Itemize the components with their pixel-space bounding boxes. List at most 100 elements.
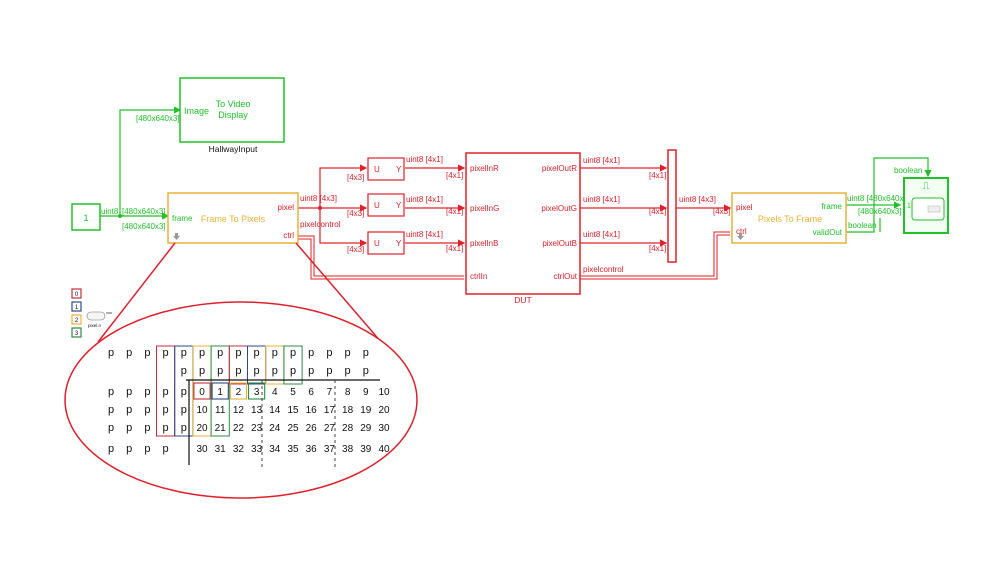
pixel-header-cell: p: [272, 365, 278, 377]
legend-item: 1: [75, 305, 79, 311]
pixel-header-cell: p: [308, 365, 314, 377]
pixel-value-cell: 6: [308, 387, 314, 398]
pixels-to-frame-ctrl-port: ctrl: [736, 227, 747, 236]
concatenate-block[interactable]: [667, 149, 677, 263]
sink-bool-label: boolean: [894, 166, 922, 175]
video-display-dim: [480x640x3]: [136, 114, 180, 123]
pixel-header-cell: p: [254, 365, 260, 377]
legend-toggle-label: pixel.n: [88, 323, 102, 328]
pixel-header-cell: p: [345, 347, 351, 359]
pixel-value-cell: 22: [233, 423, 245, 434]
pixel-value-cell: 31: [215, 444, 227, 455]
pixel-header-cell: p: [126, 347, 132, 359]
selector-b-out-type: uint8 [4x1]: [406, 230, 443, 239]
kernel-window-outline: [283, 345, 303, 385]
red-signal-lines: [298, 164, 732, 247]
pixel-value-cell: 17: [324, 405, 336, 416]
pixel-left-cell: p: [126, 422, 132, 434]
legend-toggle[interactable]: [86, 311, 106, 321]
selector-b-block[interactable]: U Y: [367, 231, 405, 255]
pixel-header-cell: p: [144, 347, 150, 359]
pixel-header-cell: p: [108, 347, 114, 359]
green-signal-lines: [100, 106, 932, 233]
selector-b-in-dim: [4x3]: [347, 245, 364, 254]
pixel-left-cell: p: [144, 422, 150, 434]
frame-to-pixels-ctrl-label: pixelcontrol: [300, 220, 341, 229]
pixels-to-frame-valid-port: validOut: [813, 228, 843, 237]
pixel-left-cell: p: [163, 404, 169, 416]
source-constant-block[interactable]: [71, 203, 101, 231]
pixels-to-frame-pixel-port: pixel: [736, 203, 753, 212]
pixel-value-cell: 20: [378, 405, 390, 416]
pixel-value-cell: 32: [233, 444, 245, 455]
pixel-header-cell: p: [345, 365, 351, 377]
frame-to-pixels-title: Frame To Pixels: [201, 214, 266, 224]
frame-to-pixels-pixel-type: uint8 [4x3]: [300, 194, 337, 203]
pixel-value-cell: 30: [378, 423, 390, 434]
video-display-title-line2: Display: [218, 110, 248, 120]
legend-swatch: [71, 301, 82, 312]
pixel-value-cell: 16: [306, 405, 318, 416]
frame-to-pixels-ctrl-port: ctrl: [283, 231, 294, 240]
pixel-value-cell: 10: [378, 387, 390, 398]
legend-item: 0: [75, 292, 79, 298]
pixel-left-cell: p: [181, 422, 187, 434]
pixel-header-cell: p: [199, 365, 205, 377]
pixel-value-cell: 27: [324, 423, 336, 434]
pixel-header-cell: p: [217, 347, 223, 359]
pixel-header-cell: p: [363, 347, 369, 359]
pixel-header-cell: p: [163, 347, 169, 359]
pixel-value-cell: 9: [363, 387, 369, 398]
video-display-image-port: Image: [184, 106, 209, 116]
dut-input-ctrl: ctrlIn: [470, 272, 487, 281]
pixels-to-frame-frame-type: uint8 [480x640x3]: [847, 194, 910, 203]
pixel-left-cell: p: [144, 404, 150, 416]
source-dim2: [480x640x3]: [122, 222, 166, 231]
pixel-left-cell: p: [108, 422, 114, 434]
pixel-value-cell: 21: [215, 423, 227, 434]
active-pixel-outline: [193, 382, 211, 400]
pixel-left-cell: p: [108, 386, 114, 398]
selector-b-y: Y: [396, 239, 402, 248]
dut-r-in-dim: [4x1]: [446, 171, 463, 180]
pixel-value-cell: 2: [236, 387, 242, 398]
selector-r-u: U: [374, 165, 380, 174]
pixel-header-cell: p: [363, 365, 369, 377]
pixel-value-cell: 11: [215, 405, 226, 416]
pixel-header-cell: p: [181, 365, 187, 377]
pixel-value-cell: 18: [342, 405, 354, 416]
video-display-name: HallwayInput: [209, 144, 258, 154]
selector-g-u: U: [374, 201, 380, 210]
to-video-display-block[interactable]: [179, 77, 285, 143]
pixel-value-cell: 7: [327, 387, 333, 398]
sink-slider-icon: [927, 205, 941, 213]
pixel-value-cell: 33: [251, 444, 263, 455]
selector-g-in-dim: [4x3]: [347, 209, 364, 218]
pixel-value-cell: 35: [287, 444, 299, 455]
dut-block[interactable]: [465, 152, 581, 295]
legend-swatch: [71, 314, 82, 325]
pixel-left-cell: p: [163, 422, 169, 434]
concat-in-dim-b: [4x1]: [649, 244, 666, 253]
frame-to-pixels-frame-port: frame: [172, 214, 193, 223]
pixel-value-cell: 8: [345, 387, 351, 398]
frame-to-pixels-block[interactable]: [167, 192, 299, 244]
dut-b-in-dim: [4x1]: [446, 244, 463, 253]
frame-to-pixels-pixel-port: pixel: [278, 203, 295, 212]
concat-in-dim-r: [4x1]: [649, 171, 666, 180]
pixel-left-cell: p: [181, 404, 187, 416]
selector-g-block[interactable]: U Y: [367, 193, 405, 217]
selector-g-out-type: uint8 [4x1]: [406, 195, 443, 204]
pixel-value-cell: 29: [360, 423, 372, 434]
pixels-to-frame-block[interactable]: [731, 192, 847, 244]
dut-input-g: pixelInG: [470, 204, 499, 213]
pixel-value-cell: 3: [254, 387, 260, 398]
pixel-value-cell: 26: [306, 423, 318, 434]
selector-r-block[interactable]: U Y: [367, 157, 405, 181]
pixels-to-frame-title: Pixels To Frame: [758, 214, 822, 224]
zoom-line-right: [295, 242, 383, 344]
source-value: 1: [83, 213, 88, 223]
kernel-window-outline: [210, 345, 230, 437]
